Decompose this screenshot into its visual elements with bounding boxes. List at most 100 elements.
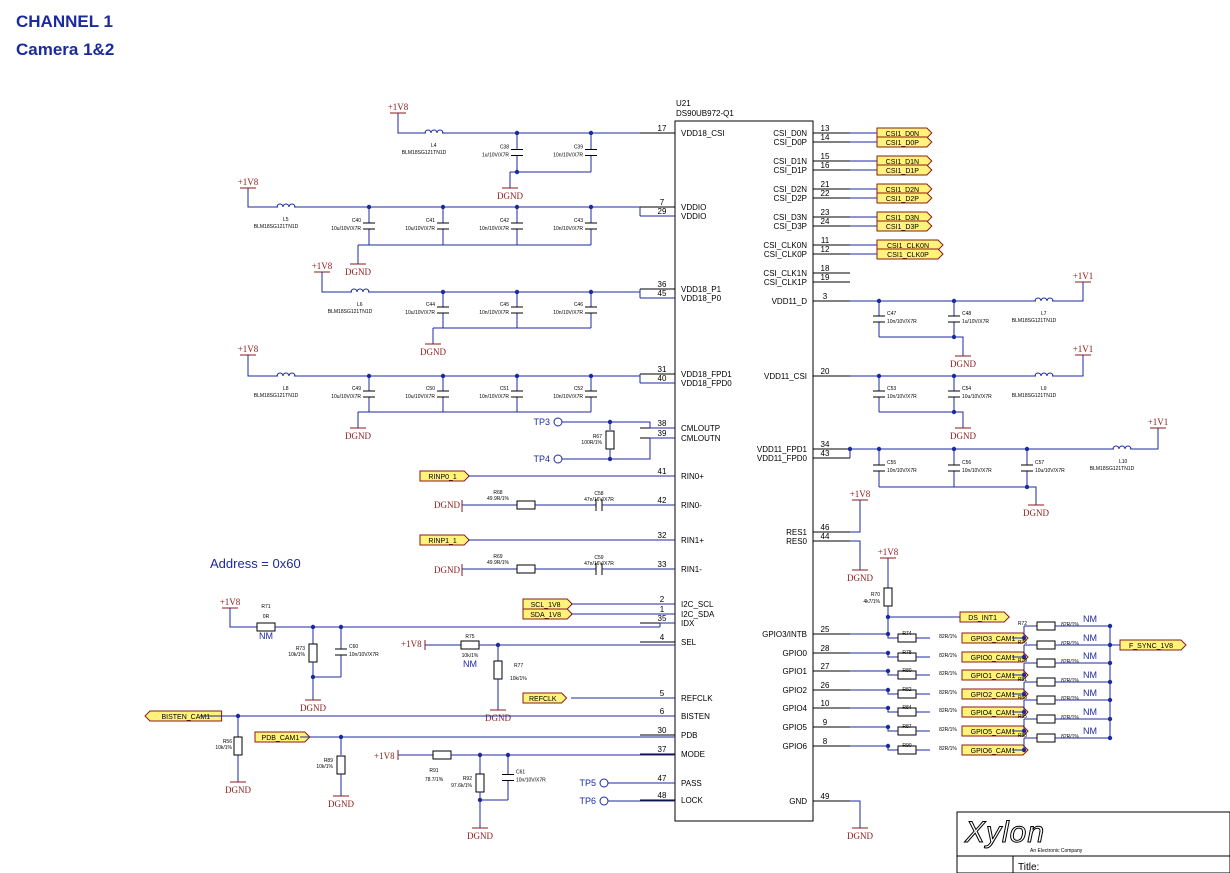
cap-ref: C54: [962, 386, 971, 392]
res-value: 82R/1%: [939, 746, 957, 752]
net-tag: [522, 598, 573, 610]
net-tag: [876, 164, 933, 176]
junction-dot: [310, 674, 316, 680]
pin-name: GPIO3/INTB: [762, 630, 807, 639]
pin-name: CSI_CLK0N: [763, 241, 807, 250]
res-ref: R71: [261, 604, 270, 610]
inductor-coil: [430, 129, 438, 134]
resistor: [605, 430, 615, 450]
pin-number: 45: [658, 289, 667, 298]
pin-number: 31: [658, 365, 667, 374]
testpoint-label: TP6: [579, 796, 596, 806]
cap-value: 10n/10V/X7R: [553, 394, 583, 400]
net-tag: [876, 192, 933, 204]
resistor: [460, 640, 480, 650]
pin-name: BISTEN: [681, 712, 710, 721]
cap-value: 1u/10V/X7R: [482, 153, 509, 159]
cap-value: 10n/10V/X7R: [553, 226, 583, 232]
res-value: 82R/1%: [939, 690, 957, 696]
res-value: 78.7/1%: [425, 777, 444, 783]
pin-name: SEL: [681, 638, 697, 647]
net-tag: [959, 611, 1010, 623]
net-label: CSI1_D1P: [886, 168, 919, 175]
inductor-ref: L9: [1041, 386, 1047, 392]
pin-number: 32: [658, 531, 667, 540]
nm-label: NM: [1083, 633, 1097, 643]
net-label: GPIO0_CAM1: [971, 655, 1016, 662]
cap-value: 10u/10V/X7R: [405, 310, 435, 316]
inductor-value: BLM18SG121TN1D: [328, 309, 373, 315]
ground-label: DGND: [420, 347, 446, 357]
res-value: 97.6k/1%: [451, 783, 472, 789]
inductor-ref: L6: [357, 302, 363, 308]
power-1v8: +1V8: [238, 344, 259, 354]
cap-ref: C47: [887, 311, 896, 317]
pin-name: CSI_D3N: [773, 213, 807, 222]
junction-dot: [1107, 716, 1113, 722]
junction-dot: [847, 446, 853, 452]
pin-name: VDD18_P0: [681, 294, 722, 303]
inductor-coil: [282, 372, 290, 377]
pin-name: I2C_SDA: [681, 610, 715, 619]
res-ref: R78: [902, 650, 911, 656]
res-value: 10k/1%: [462, 653, 479, 659]
res-ref: R76: [1018, 640, 1027, 646]
page-title: CHANNEL 1: [16, 12, 113, 31]
cap-ref: C41: [426, 218, 435, 224]
res-ref: R85: [1018, 714, 1027, 720]
resistor: [336, 755, 346, 775]
res-value: 82R/1%: [939, 727, 957, 733]
resistor: [432, 750, 452, 760]
pin-name: CSI_D1N: [773, 157, 807, 166]
res-ref: R90: [902, 743, 911, 749]
pin-number: 33: [658, 560, 667, 569]
cap-value: 10n/10V/X7R: [887, 394, 917, 400]
inductor-coil: [1040, 297, 1048, 302]
cap-ref: C56: [962, 460, 971, 466]
res-ref: R88: [1018, 733, 1027, 739]
res-value: 82R/1%: [939, 634, 957, 640]
pin-number: 36: [658, 280, 667, 289]
pin-name: VDD11_FPD1: [757, 445, 808, 454]
pin-name: CSI_D1P: [774, 166, 807, 175]
res-ref: R68: [493, 490, 502, 496]
cap-value: 47n/16V/X7R: [584, 497, 614, 503]
wire: [887, 634, 898, 639]
ground-label: DGND: [1023, 508, 1049, 518]
net-tag: [961, 725, 1029, 737]
res-value: 82R/1%: [1061, 641, 1079, 647]
pin-name: GPIO0: [783, 649, 808, 658]
pin-number: 37: [658, 745, 667, 754]
res-ref: R91: [429, 768, 438, 774]
junction-dot: [1107, 735, 1113, 741]
inductor-value: BLM18SG121TN1D: [254, 393, 299, 399]
nm-label: NM: [463, 659, 477, 669]
res-ref: R79: [1018, 658, 1027, 664]
res-value: 49.9R/1%: [487, 560, 510, 566]
testpoint-circle: [553, 454, 563, 464]
pin-name: RIN0+: [681, 472, 704, 481]
pin-name: VDD18_P1: [681, 285, 722, 294]
res-value: 82R/1%: [1061, 734, 1079, 740]
pin-number: 1: [660, 605, 665, 614]
cap-value: 10n/10V/X7R: [479, 394, 509, 400]
pin-number: 8: [823, 737, 828, 746]
pin-number: 25: [821, 625, 830, 634]
pin-number: 3: [823, 292, 828, 301]
pin-name: VDD18_FPD1: [681, 370, 732, 379]
pin-name: CMLOUTN: [681, 434, 721, 443]
cap-value: 10n/10V/X7R: [516, 778, 546, 784]
pin-name: I2C_SCL: [681, 600, 714, 609]
inductor-coil: [1040, 372, 1048, 377]
inductor-value: BLM18SG121TN1D: [254, 224, 299, 230]
wire: [247, 188, 278, 208]
pin-number: 49: [821, 792, 830, 801]
pin-name: PDB: [681, 731, 697, 740]
wire: [887, 727, 898, 732]
pin-number: 44: [821, 532, 830, 541]
inductor-coil: [1046, 372, 1054, 377]
cap-ref: C61: [516, 770, 525, 776]
ic-ref: U21: [676, 99, 691, 108]
cap-value: 10n/10V/X7R: [479, 226, 509, 232]
inductor-coil: [1124, 445, 1132, 450]
